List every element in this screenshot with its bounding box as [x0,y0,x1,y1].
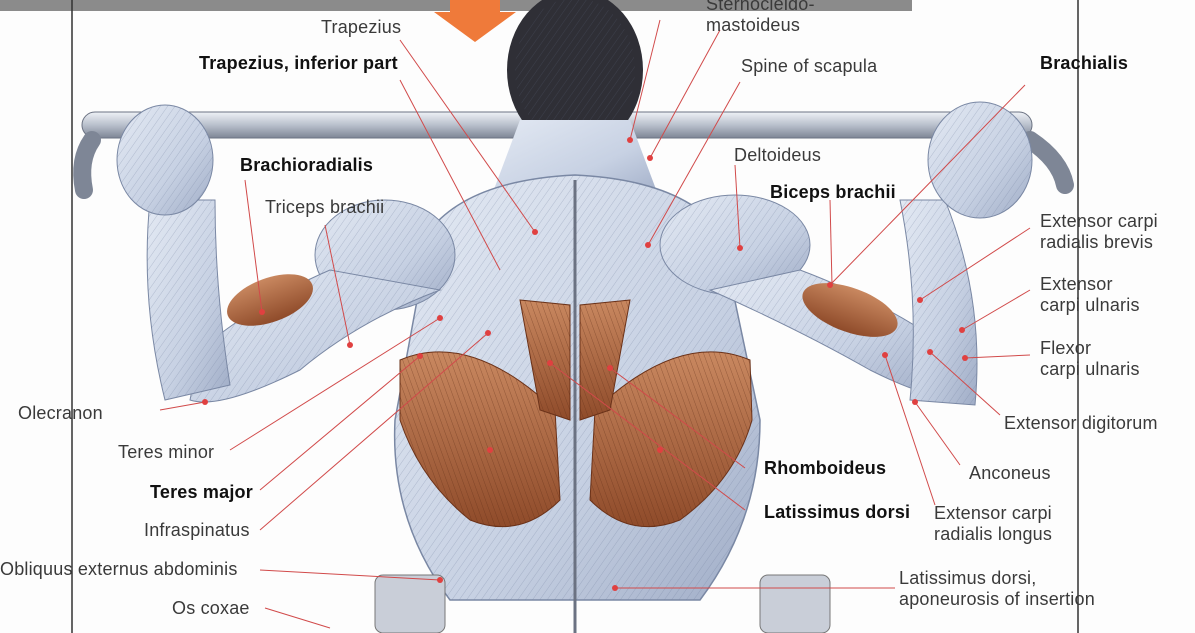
label-line: radialis longus [934,524,1053,544]
label-olecranon: Olecranon [18,403,103,423]
label-teres-minor: Teres minor [118,442,215,462]
label-line: radialis brevis [1040,232,1154,252]
label-flexor-carpi-ulnaris: Flexor carpi ulnaris [1040,338,1140,380]
label-line: mastoideus [706,15,801,35]
label-line: Latissimus dorsi, [899,568,1037,588]
label-trapezius: Trapezius [321,17,402,37]
label-extensor-carpi-radialis-longus: Extensor carpi radialis longus [934,503,1052,545]
label-rhomboideus: Rhomboideus [764,458,887,478]
label-triceps-brachii: Triceps brachii [265,197,385,217]
label-brachioradialis: Brachioradialis [240,155,374,175]
label-infraspinatus: Infraspinatus [144,520,250,540]
label-brachialis: Brachialis [1040,53,1129,73]
label-trapezius-inferior: Trapezius, inferior part [199,53,398,73]
label-line: Extensor carpi [1040,211,1158,231]
leader-lines [159,19,1031,629]
arrow-down-icon [434,0,516,42]
label-os-coxae: Os coxae [172,598,250,618]
brachialis-right [802,283,898,337]
label-teres-major: Teres major [150,482,253,502]
label-extensor-digitorum: Extensor digitorum [1004,413,1158,433]
label-line: carpi ulnaris [1040,295,1140,315]
label-latissimus-dorsi: Latissimus dorsi [764,502,911,522]
label-anconeus: Anconeus [969,463,1051,483]
label-spine-of-scapula: Spine of scapula [741,56,878,76]
label-line: Extensor carpi [934,503,1052,523]
bench-right [759,574,831,633]
label-latissimus-aponeurosis: Latissimus dorsi, aponeurosis of inserti… [899,568,1095,610]
label-line: Extensor [1040,274,1113,294]
label-sternocleidomastoideus: Sternocleido- mastoideus [706,0,815,36]
leader-dots [202,137,968,591]
label-deltoideus: Deltoideus [734,145,822,165]
label-line: Sternocleido- [706,0,815,14]
label-extensor-carpi-ulnaris: Extensor carpi ulnaris [1040,274,1140,316]
label-obliquus-externus: Obliquus externus abdominis [0,559,238,579]
bench-left [374,574,446,633]
label-line: aponeurosis of insertion [899,589,1095,609]
label-extensor-carpi-radialis-brevis: Extensor carpi radialis brevis [1040,211,1158,253]
label-line: Flexor [1040,338,1092,358]
label-line: carpi ulnaris [1040,359,1140,379]
label-biceps-brachii: Biceps brachii [770,182,896,202]
brachialis-left [227,274,313,326]
